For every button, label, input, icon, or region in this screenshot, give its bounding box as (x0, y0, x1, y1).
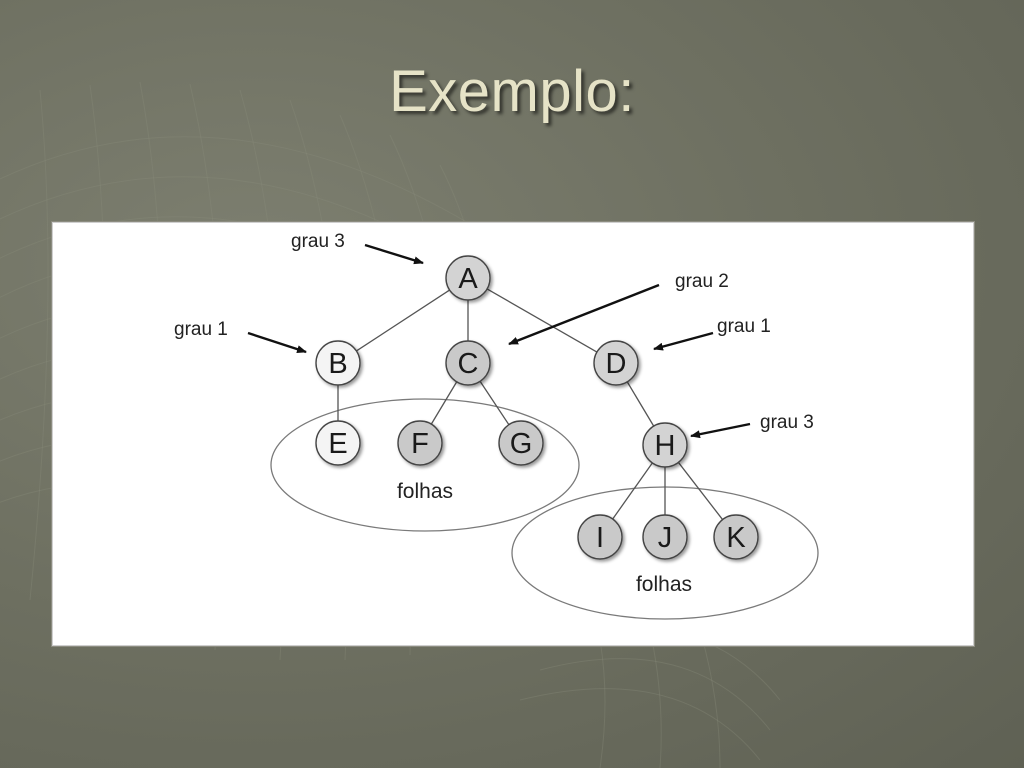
leaves-group-label: folhas (397, 480, 453, 503)
degree-annotation-arrow (690, 422, 751, 439)
tree-node-c: C (445, 340, 491, 386)
tree-node-circle (593, 340, 639, 386)
tree-node-f: F (397, 420, 443, 466)
tree-node-g: G (498, 420, 544, 466)
tree-node-i: I (577, 514, 623, 560)
degree-annotation-label: grau 3 (760, 412, 814, 433)
tree-node-label: A (458, 263, 478, 295)
tree-diagram: folhas folhas grau 3 grau 1 grau 2 grau 1 gra… (174, 231, 819, 620)
leaves-group-ellipse (270, 398, 580, 532)
degree-annotation-label: grau 1 (717, 316, 771, 337)
tree-node-label: E (328, 428, 347, 460)
tree-edge-a-d (486, 288, 598, 353)
leaves-group-label: folhas (636, 573, 692, 596)
tree-edge-d-h (626, 381, 655, 427)
tree-node-d: D (593, 340, 639, 386)
tree-node-circle (642, 514, 688, 560)
tree-node-k: K (713, 514, 759, 560)
tree-node-circle (642, 422, 688, 468)
degree-annotation-arrow (364, 243, 424, 265)
tree-edge-h-k (677, 462, 724, 520)
tree-node-label: D (606, 348, 627, 380)
degree-annotation-arrow (653, 331, 714, 351)
tree-node-h: H (642, 422, 688, 468)
slide-title: Exemplo: (389, 59, 635, 124)
tree-node-label: I (596, 522, 604, 554)
tree-edge-a-b (356, 289, 450, 352)
tree-node-circle (445, 340, 491, 386)
tree-node-circle (315, 340, 361, 386)
tree-node-label: B (328, 348, 347, 380)
tree-node-circle (315, 420, 361, 466)
tree-edge-h-i (612, 462, 653, 520)
tree-node-label: C (458, 348, 479, 380)
tree-node-label: F (411, 428, 429, 460)
tree-node-label: K (726, 522, 746, 554)
tree-node-label: J (658, 522, 673, 554)
degree-annotation-label: grau 2 (675, 271, 729, 292)
degree-annotation-arrow (247, 331, 307, 354)
tree-node-label: G (510, 428, 533, 460)
tree-node-circle (498, 420, 544, 466)
tree-diagram-figure: folhas folhas grau 3 grau 1 grau 2 grau 1 gra… (52, 222, 974, 646)
tree-node-j: J (642, 514, 688, 560)
degree-annotation-label: grau 3 (291, 231, 345, 252)
tree-node-a: A (445, 255, 491, 301)
tree-node-circle (577, 514, 623, 560)
tree-node-circle (713, 514, 759, 560)
tree-node-e: E (315, 420, 361, 466)
tree-node-circle (445, 255, 491, 301)
tree-node-circle (397, 420, 443, 466)
tree-edge-c-f (430, 381, 458, 425)
tree-node-label: H (655, 430, 676, 462)
degree-annotation-label: grau 1 (174, 319, 228, 340)
degree-annotation-arrow (508, 283, 660, 346)
tree-node-b: B (315, 340, 361, 386)
tree-edge-c-g (479, 380, 510, 426)
